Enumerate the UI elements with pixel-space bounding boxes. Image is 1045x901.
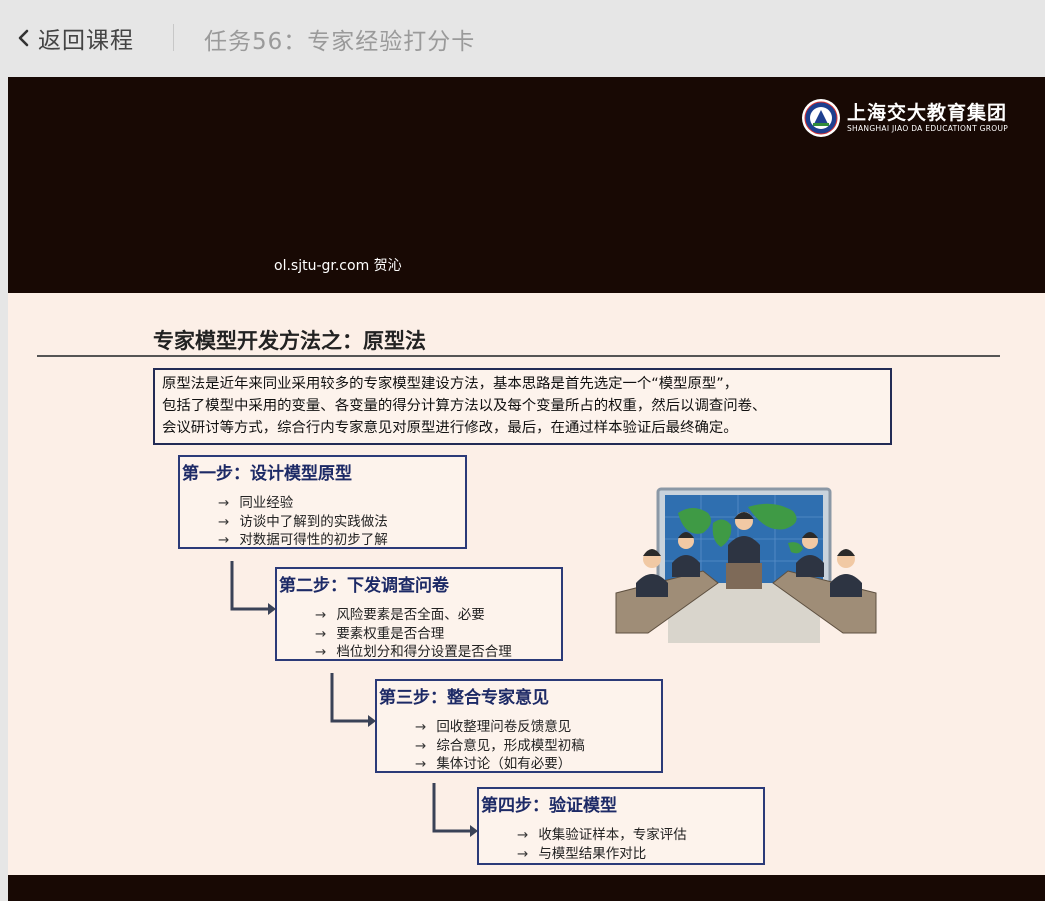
title-underline [37, 355, 1000, 357]
step-title: 第二步：下发调查问卷 [279, 576, 449, 596]
arrow-glyph: → [415, 719, 427, 735]
step-3-box: 第三步：整合专家意见 →回收整理问卷反馈意见 →综合意见，形成模型初稿 →集体讨… [375, 679, 663, 773]
step-title: 第一步：设计模型原型 [182, 464, 352, 484]
chevron-left-icon [18, 29, 29, 47]
intro-box: 原型法是近年来同业采用较多的专家模型建设方法，基本思路是首先选定一个“模型原型”… [153, 368, 892, 445]
intro-line: 包括了模型中采用的变量、各变量的得分计算方法以及每个变量所占的权重，然后以调查问… [162, 398, 767, 414]
arrow-glyph: → [315, 644, 327, 660]
step-item: →对数据可得性的初步了解 [218, 532, 388, 548]
sjtu-logo: 上海交大教育集团 SHANGHAI JIAO DA EDUCATIONT GRO… [801, 98, 1008, 138]
university-emblem-icon [802, 99, 840, 137]
step-item: →集体讨论（如有必要） [415, 756, 572, 772]
step-title: 第四步：验证模型 [481, 796, 617, 816]
logo-english-name: SHANGHAI JIAO DA EDUCATIONT GROUP [847, 124, 1009, 133]
step-connector-arrow [432, 783, 478, 837]
logo-chinese-name: 上海交大教育集团 [847, 102, 1008, 124]
arrow-glyph: → [218, 495, 230, 511]
step-title: 第三步：整合专家意见 [379, 688, 549, 708]
step-item: →访谈中了解到的实践做法 [218, 513, 388, 530]
slide-title: 专家模型开发方法之：原型法 [153, 329, 426, 353]
arrow-glyph: → [517, 845, 529, 862]
header-divider [173, 24, 174, 51]
step-item: →回收整理问卷反馈意见 [415, 719, 572, 735]
video-player[interactable]: 上海交大教育集团 SHANGHAI JIAO DA EDUCATIONT GRO… [8, 77, 1045, 901]
intro-line: 原型法是近年来同业采用较多的专家模型建设方法，基本思路是首先选定一个“模型原型”… [162, 376, 739, 392]
video-watermark: ol.sjtu-gr.com 贺沁 [274, 258, 402, 274]
arrow-glyph: → [415, 756, 427, 772]
back-to-course-button[interactable]: 返回课程 [16, 20, 134, 56]
step-connector-arrow [230, 561, 276, 615]
step-1-box: 第一步：设计模型原型 →同业经验 →访谈中了解到的实践做法 →对数据可得性的初步… [178, 455, 467, 549]
back-label: 返回课程 [38, 28, 134, 54]
top-bar: 返回课程 任务56：专家经验打分卡 [0, 0, 1045, 76]
step-4-box: 第四步：验证模型 →收集验证样本，专家评估 →与模型结果作对比 [477, 787, 765, 865]
step-item: →要素权重是否合理 [315, 625, 445, 642]
step-item: →收集验证样本，专家评估 [517, 827, 687, 843]
course-title: 任务56：专家经验打分卡 [204, 29, 476, 55]
step-2-box: 第二步：下发调查问卷 →风险要素是否全面、必要 →要素权重是否合理 →档位划分和… [275, 567, 563, 661]
arrow-glyph: → [218, 532, 230, 548]
arrow-glyph: → [315, 625, 327, 642]
step-item: →综合意见，形成模型初稿 [415, 737, 585, 754]
expert-meeting-illustration [615, 487, 877, 643]
arrow-glyph: → [315, 607, 327, 623]
arrow-glyph: → [218, 513, 230, 530]
step-connector-arrow [330, 673, 376, 727]
step-item: →与模型结果作对比 [517, 845, 647, 862]
step-item: →档位划分和得分设置是否合理 [315, 644, 512, 660]
arrow-glyph: → [415, 737, 427, 754]
step-item: →风险要素是否全面、必要 [315, 607, 485, 623]
step-item: →同业经验 [218, 495, 294, 511]
lecture-slide: 专家模型开发方法之：原型法 原型法是近年来同业采用较多的专家模型建设方法，基本思… [8, 293, 1045, 875]
intro-line: 会议研讨等方式，综合行内专家意见对原型进行修改，最后，在通过样本验证后最终确定。 [162, 420, 738, 436]
arrow-glyph: → [517, 827, 529, 843]
